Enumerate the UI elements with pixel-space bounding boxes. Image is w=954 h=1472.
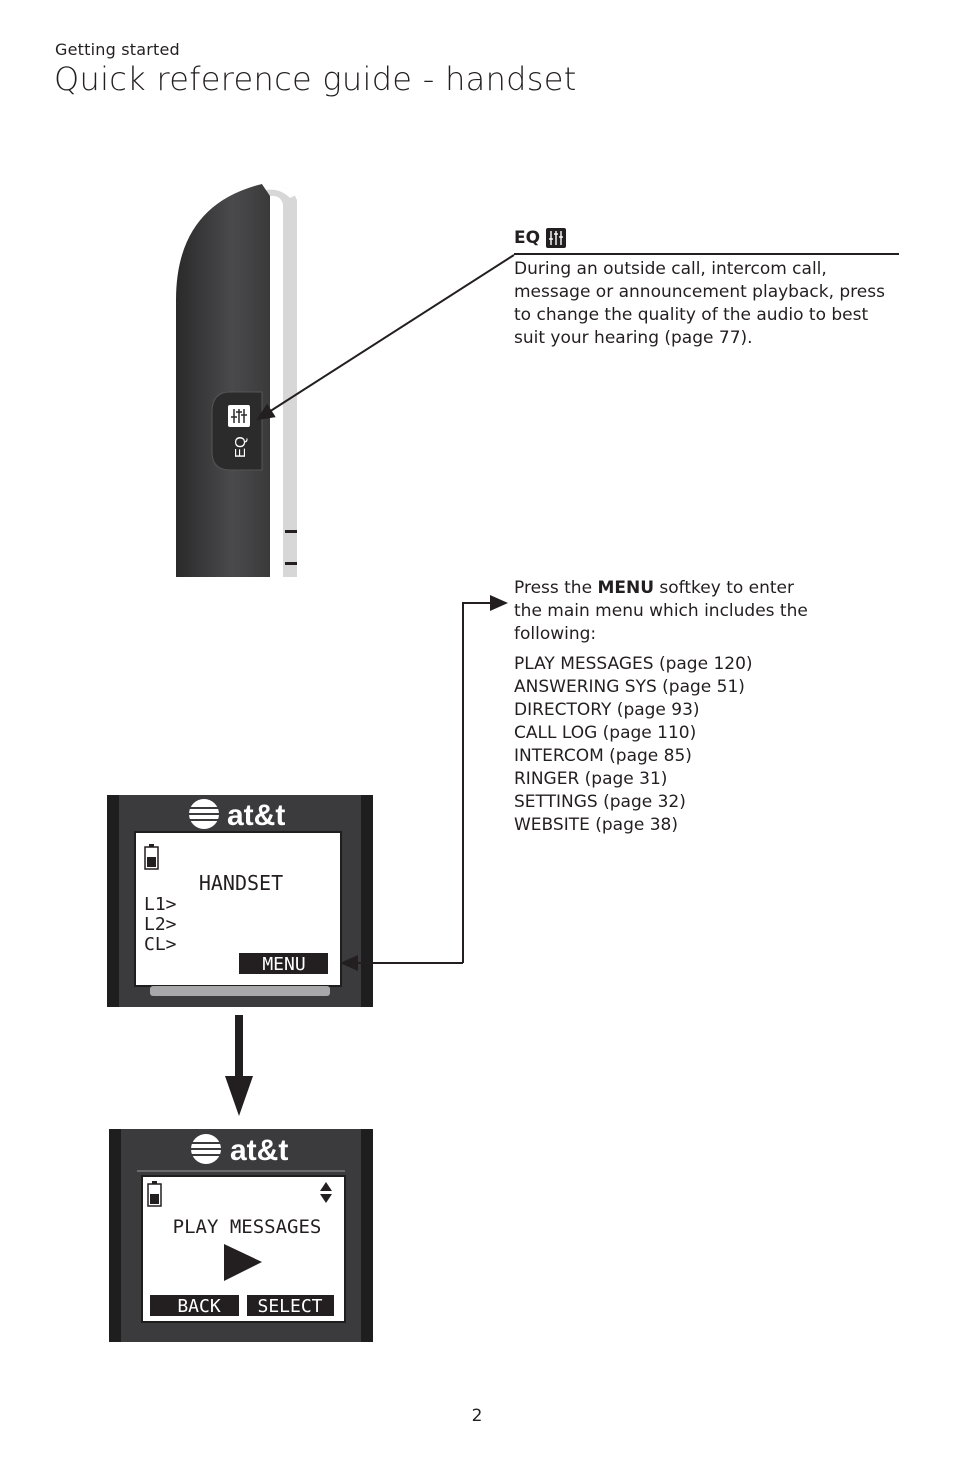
brand-label: at&t: [230, 1134, 288, 1167]
lcd-title: PLAY MESSAGES: [173, 1216, 322, 1238]
page-number: 2: [0, 1406, 954, 1426]
lcd-line: L1>: [144, 894, 177, 915]
att-logo: at&t: [189, 799, 285, 832]
back-softkey[interactable]: BACK: [150, 1295, 239, 1317]
select-softkey[interactable]: SELECT: [247, 1295, 334, 1317]
lcd-line: L2>: [144, 914, 177, 935]
eq-button-label: EQ: [232, 436, 249, 458]
lcd-title: HANDSET: [199, 871, 283, 895]
lcd-line: CL>: [144, 934, 177, 955]
back-softkey-label: BACK: [177, 1296, 221, 1317]
down-arrow: [225, 1015, 253, 1116]
menu-softkey[interactable]: MENU: [239, 953, 328, 975]
brand-label: at&t: [227, 799, 285, 832]
handset-screen-2: at&t PLAY MESSAGES BACK SELECT: [109, 1129, 373, 1342]
handset-screen-1: at&t HANDSET L1> L2> CL> MENU: [107, 795, 373, 1007]
att-logo: at&t: [191, 1134, 288, 1167]
select-softkey-label: SELECT: [257, 1296, 322, 1317]
handset-side-view: EQ: [176, 183, 297, 577]
menu-softkey-label: MENU: [262, 954, 305, 975]
